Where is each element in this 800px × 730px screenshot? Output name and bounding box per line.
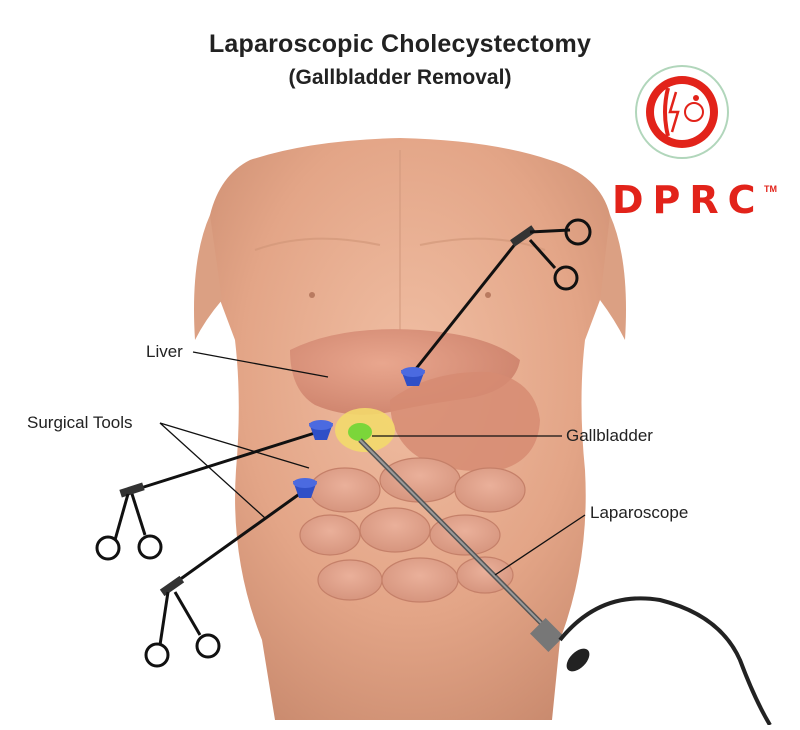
dprc-logo-emblem [635, 65, 729, 159]
leader-lines [159, 351, 586, 576]
surgical-tool-upper [413, 218, 592, 371]
label-laparoscope: Laparoscope [590, 503, 689, 522]
label-surgical-tools: Surgical Tools [27, 413, 133, 432]
port-middle [309, 420, 333, 440]
diagram-title: Laparoscopic Cholecystectomy [208, 30, 592, 58]
label-liver: Liver [146, 342, 183, 361]
dprc-logo-name: DPRC [612, 178, 765, 222]
stomach-organ [390, 371, 540, 472]
dprc-logo-trademark: TM [764, 184, 777, 194]
port-lower [293, 478, 317, 498]
label-gallbladder: Gallbladder [566, 426, 653, 445]
diagram-subtitle: (Gallbladder Removal) [288, 66, 512, 89]
intestines [299, 457, 526, 603]
laparoscope-instrument [358, 438, 772, 727]
gallbladder-organ [348, 423, 372, 441]
port-upper [401, 367, 425, 386]
surgical-tool-lower [144, 488, 306, 668]
surgical-tool-middle [95, 430, 319, 561]
